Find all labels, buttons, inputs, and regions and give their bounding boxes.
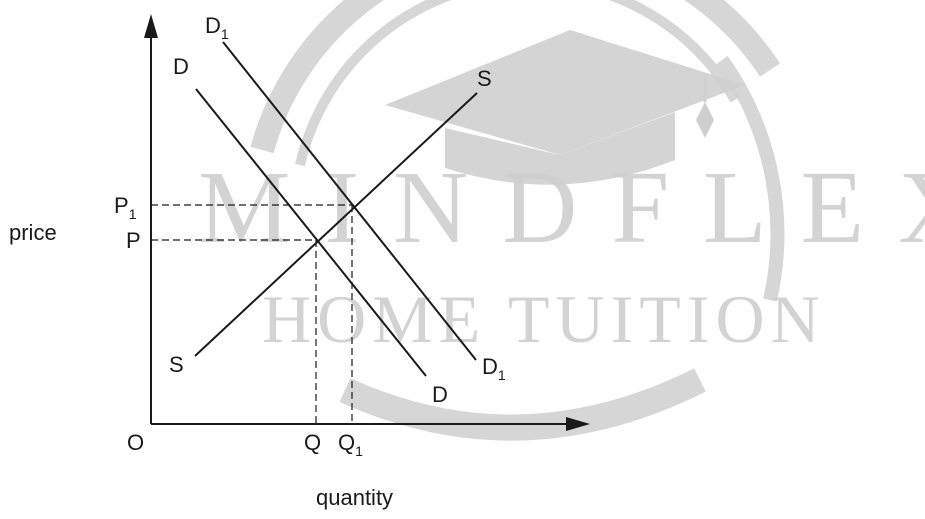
demand-top-label: D xyxy=(173,54,189,79)
origin-label: O xyxy=(127,430,144,455)
demand-shifted-bottom-label: D1 xyxy=(482,354,506,383)
q1-label: Q1 xyxy=(338,430,363,459)
x-axis-arrowhead xyxy=(566,417,590,431)
demand-bottom-label: D xyxy=(432,382,448,407)
q-label: Q xyxy=(304,430,321,455)
guide-lines xyxy=(151,204,353,424)
y-axis-arrowhead xyxy=(144,14,158,38)
supply-bottom-label: S xyxy=(169,352,184,377)
supply-top-label: S xyxy=(477,66,492,91)
axes xyxy=(144,14,590,431)
quantity-axis-title: quantity xyxy=(316,485,393,510)
watermark-tagline-text: HOME TUITION xyxy=(262,281,826,357)
curves xyxy=(194,41,478,377)
supply-curve xyxy=(194,92,478,357)
watermark-logo: MINDFLEX HOME TUITION xyxy=(198,0,925,441)
p-label: P xyxy=(126,228,141,253)
watermark-brand-text: MINDFLEX xyxy=(198,150,925,265)
demand-curve xyxy=(195,88,427,377)
demand-shifted-curve xyxy=(222,41,477,361)
price-axis-title: price xyxy=(9,220,57,245)
demand-shifted-top-label: D1 xyxy=(205,13,229,42)
p1-label: P1 xyxy=(114,193,137,222)
